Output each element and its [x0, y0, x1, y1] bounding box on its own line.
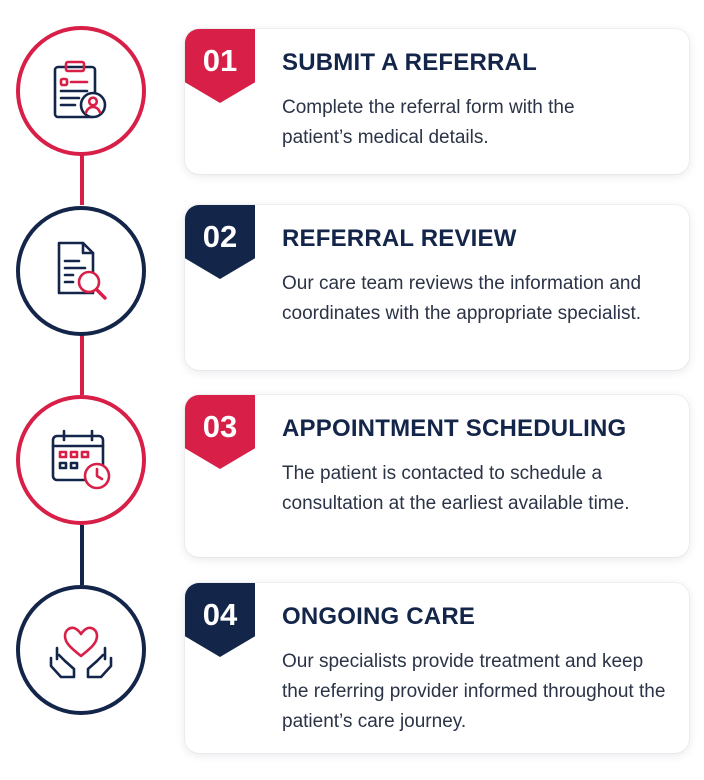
- step-description: Our care team reviews the information an…: [282, 273, 642, 324]
- connector-line: [80, 155, 84, 205]
- step-card: 01 SUBMIT A REFERRAL Complete the referr…: [185, 29, 689, 174]
- calendar-clock-icon: [51, 429, 111, 490]
- step-title: SUBMIT A REFERRAL: [282, 49, 537, 76]
- step-card: 04 ONGOING CARE Our specialists provide …: [185, 583, 689, 753]
- step-card: 03 APPOINTMENT SCHEDULING The patient is…: [185, 395, 689, 557]
- step-description: Our specialists provide treatment and ke…: [282, 651, 666, 732]
- step-number-badge: 02: [185, 205, 255, 279]
- step-2-icon-circle: [16, 206, 146, 336]
- step-title: REFERRAL REVIEW: [282, 225, 517, 252]
- step-description: Complete the referral form with the pati…: [282, 97, 575, 148]
- step-3-icon-circle: [16, 395, 146, 525]
- step-number-badge: 04: [185, 583, 255, 657]
- connector-line: [80, 525, 84, 585]
- clipboard-user-icon: [53, 60, 107, 119]
- step-number-badge: 03: [185, 395, 255, 469]
- heart-hands-icon: [49, 626, 113, 679]
- step-title: ONGOING CARE: [282, 603, 476, 630]
- step-number-badge: 01: [185, 29, 255, 103]
- step-title: APPOINTMENT SCHEDULING: [282, 415, 627, 442]
- step-1-icon-circle: [16, 26, 146, 156]
- step-description: The patient is contacted to schedule a c…: [282, 463, 630, 514]
- document-search-icon: [57, 241, 107, 300]
- step-4-icon-circle: [16, 585, 146, 715]
- step-card: 02 REFERRAL REVIEW Our care team reviews…: [185, 205, 689, 370]
- connector-line: [80, 335, 84, 395]
